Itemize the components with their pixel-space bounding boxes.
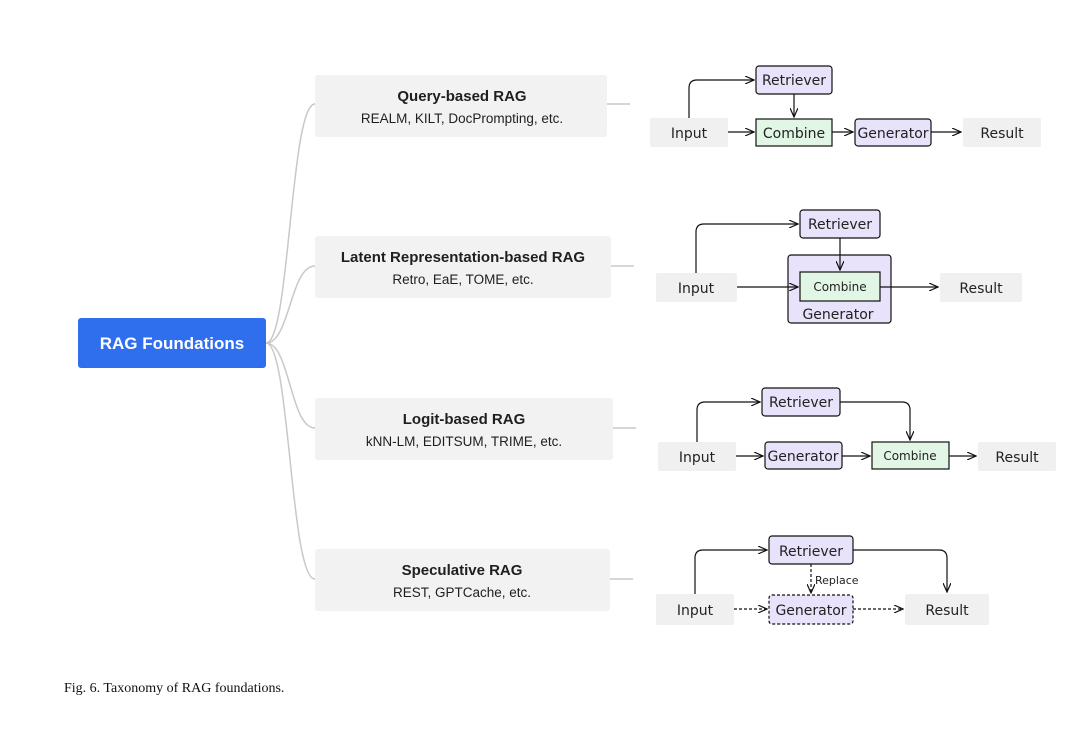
- retriever-label: Retriever: [779, 544, 843, 560]
- flow-arrows: [695, 224, 938, 287]
- input-node: [650, 118, 728, 147]
- result-label: Result: [925, 603, 969, 619]
- category-examples: REALM, KILT, DocPrompting, etc.: [361, 111, 563, 126]
- input-label: Input: [671, 126, 708, 142]
- category-title: Logit-based RAG: [403, 411, 526, 428]
- category-title: Query-based RAG: [397, 88, 526, 105]
- retriever-label: Retriever: [769, 395, 833, 411]
- input-label: Input: [678, 281, 715, 297]
- connector-latent: [265, 265, 316, 344]
- category-title: Speculative RAG: [402, 562, 523, 579]
- result-label: Result: [959, 281, 1003, 297]
- flow-query-based: Input Retriever Combine Generator Result: [650, 65, 1041, 147]
- category-examples: Retro, EaE, TOME, etc.: [392, 272, 533, 287]
- input-label: Input: [677, 603, 714, 619]
- generator-label: Generator: [775, 603, 846, 619]
- generator-node: [768, 594, 854, 625]
- result-node: [905, 594, 989, 625]
- connector-speculative: [265, 342, 316, 580]
- category-speculative: Speculative RAG REST, GPTCache, etc.: [315, 549, 610, 611]
- retriever-label: Retriever: [762, 73, 826, 89]
- generator-label: Generator: [857, 126, 928, 142]
- input-node: [656, 594, 734, 625]
- result-label: Result: [980, 126, 1024, 142]
- flow-latent-representation: Input Retriever Generator Combine Result: [656, 209, 1022, 324]
- flow-arrows: [688, 80, 961, 132]
- category-box: [315, 549, 610, 611]
- result-label: Result: [995, 450, 1039, 466]
- root-label: RAG Foundations: [100, 334, 244, 353]
- result-node: [940, 273, 1022, 302]
- connector-logit: [265, 342, 316, 429]
- category-title: Latent Representation-based RAG: [341, 249, 585, 266]
- generator-label: Generator: [767, 449, 838, 465]
- category-latent: Latent Representation-based RAG Retro, E…: [315, 236, 611, 298]
- combine-label: Combine: [763, 126, 825, 142]
- figure-caption: Fig. 6. Taxonomy of RAG foundations.: [64, 681, 285, 696]
- result-node: [963, 118, 1041, 147]
- category-examples: kNN-LM, EDITSUM, TRIME, etc.: [366, 434, 562, 449]
- category-box: [315, 236, 611, 298]
- generator-label: Generator: [802, 307, 873, 323]
- flow-logit-based: Input Retriever Generator Combine Result: [658, 387, 1056, 471]
- combine-node: [871, 441, 950, 470]
- category-box: [315, 398, 613, 460]
- root-node-box: [78, 318, 266, 368]
- combine-node: [799, 271, 881, 302]
- category-examples: REST, GPTCache, etc.: [393, 585, 531, 600]
- root-node: RAG Foundations: [78, 318, 266, 368]
- connector-query: [265, 103, 316, 344]
- replace-label: Replace: [815, 574, 859, 587]
- combine-label: Combine: [813, 280, 866, 294]
- category-query: Query-based RAG REALM, KILT, DocPromptin…: [315, 75, 607, 137]
- combine-label: Combine: [883, 449, 936, 463]
- result-node: [978, 442, 1056, 471]
- flow-arrows: [696, 402, 976, 456]
- input-node: [658, 442, 736, 471]
- retriever-label: Retriever: [808, 217, 872, 233]
- tree-connectors: [265, 103, 636, 580]
- category-logit: Logit-based RAG kNN-LM, EDITSUM, TRIME, …: [315, 398, 613, 460]
- input-label: Input: [679, 450, 716, 466]
- flow-speculative: Input Retriever Replace Generator Result: [656, 535, 989, 625]
- category-box: [315, 75, 607, 137]
- flow-arrows: [694, 550, 947, 609]
- input-node: [656, 273, 737, 302]
